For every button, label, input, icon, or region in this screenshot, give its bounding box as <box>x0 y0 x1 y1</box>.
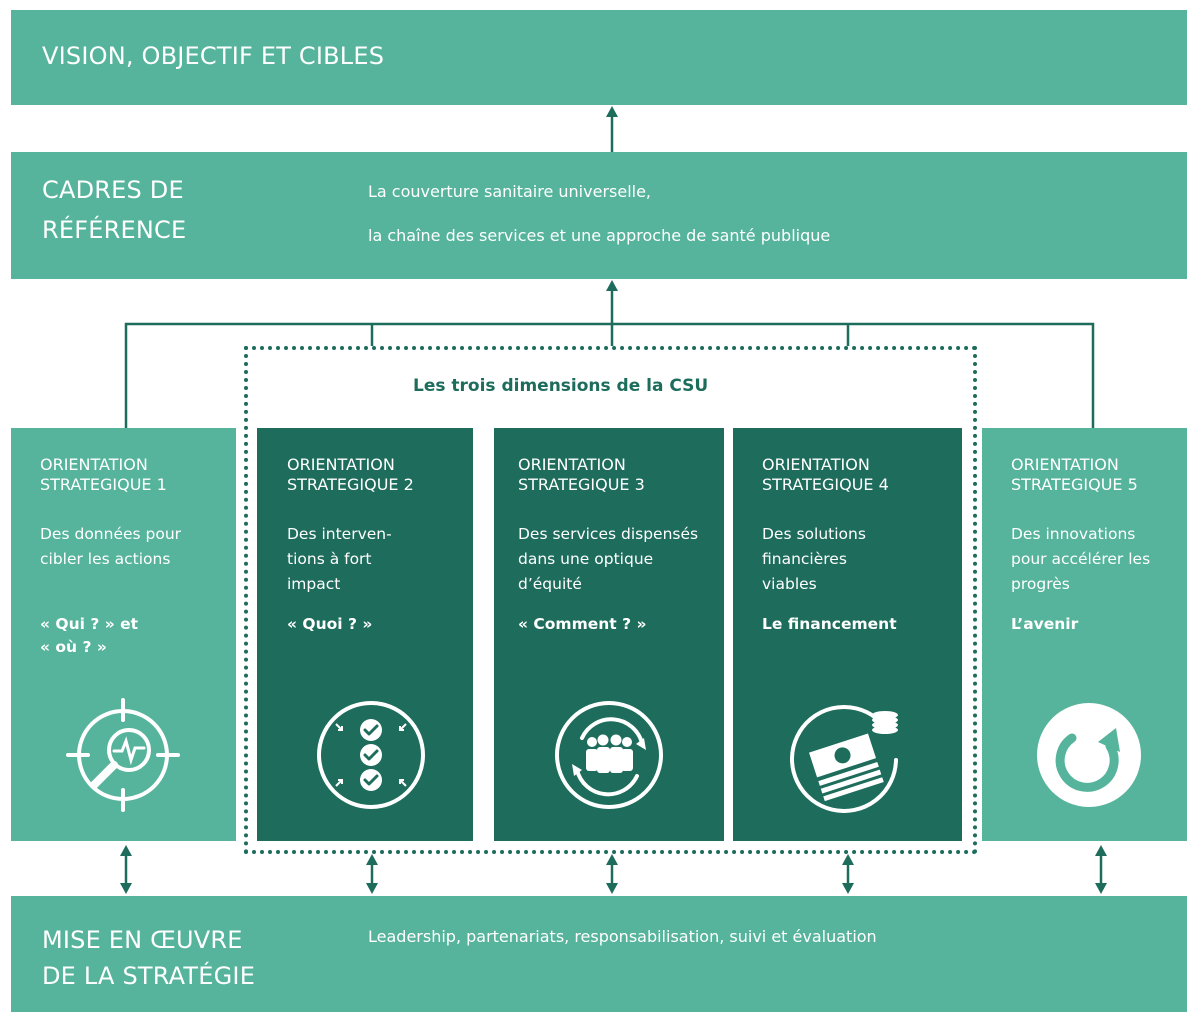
arrow-up-icon <box>606 106 618 117</box>
orientation-desc: Des données pour cibler les actions <box>40 525 182 568</box>
target-magnifier-icon <box>66 698 180 812</box>
orientation-number: STRATEGIQUE 2 <box>287 475 414 494</box>
arrow-down-icon <box>1095 883 1107 894</box>
orientation-keyq: « Quoi ? » <box>287 615 373 633</box>
cadres-title-line2: RÉFÉRENCE <box>42 216 187 244</box>
orientation-number: STRATEGIQUE 5 <box>1011 475 1138 494</box>
orientation-desc: Des innovations pour accélérer les progr… <box>1011 525 1151 593</box>
orientation-desc: Des services dispensés dans une optique … <box>518 525 699 593</box>
orientation-heading: ORIENTATION <box>40 455 148 474</box>
orientation-desc: Des interven- tions à fort impact <box>287 525 392 593</box>
orientation-number: STRATEGIQUE 1 <box>40 475 167 494</box>
mise-band: MISE EN ŒUVRE DE LA STRATÉGIE Leadership… <box>11 896 1187 1012</box>
orientation-keyq: L’avenir <box>1011 615 1079 633</box>
people-cycle-icon <box>555 701 663 809</box>
cadres-text-line2: la chaîne des services et une approche d… <box>368 226 831 245</box>
mise-title-line2: DE LA STRATÉGIE <box>42 962 256 990</box>
mise-text: Leadership, partenariats, responsabilisa… <box>368 927 877 946</box>
arrow-down-icon <box>606 883 618 894</box>
orientation-heading: ORIENTATION <box>762 455 870 474</box>
orientation-5: ORIENTATION STRATEGIQUE 5 Des innovation… <box>982 428 1187 841</box>
checklist-icon <box>317 701 425 809</box>
orientation-keyq: « Qui ? » et « où ? » <box>40 615 139 656</box>
arrow-up-icon <box>606 854 618 865</box>
circular-arrow-icon <box>1037 703 1141 807</box>
orientation-number: STRATEGIQUE 3 <box>518 475 645 494</box>
orientation-keyq: Le financement <box>762 615 897 633</box>
orientation-keyq: « Comment ? » <box>518 615 647 633</box>
arrow-down-icon <box>842 883 854 894</box>
csu-dimensions-frame <box>244 346 977 854</box>
vision-title: VISION, OBJECTIF ET CIBLES <box>42 42 385 70</box>
orientation-number: STRATEGIQUE 4 <box>762 475 889 494</box>
arrow-up-icon <box>120 845 132 856</box>
orientation-heading: ORIENTATION <box>287 455 395 474</box>
orientation-3: ORIENTATION STRATEGIQUE 3 Des services d… <box>494 428 724 841</box>
orientation-desc: Des solutions financières viables <box>762 525 866 593</box>
orientation-1: ORIENTATION STRATEGIQUE 1 Des données po… <box>11 428 236 841</box>
arrow-down-icon <box>366 883 378 894</box>
orientation-4: ORIENTATION STRATEGIQUE 4 Des solutions … <box>733 428 962 841</box>
arrow-up-icon <box>1095 845 1107 856</box>
money-stack-icon <box>790 705 898 813</box>
arrow-down-icon <box>120 883 132 894</box>
cadres-title-line1: CADRES DE <box>42 176 184 204</box>
cadres-text-line1: La couverture sanitaire universelle, <box>368 182 652 201</box>
arrow-up-icon <box>606 280 618 291</box>
mise-title-line1: MISE EN ŒUVRE <box>42 926 243 954</box>
orientation-heading: ORIENTATION <box>518 455 626 474</box>
arrow-up-icon <box>366 854 378 865</box>
cadres-band: CADRES DE RÉFÉRENCE La couverture sanita… <box>11 152 1187 279</box>
csu-dimensions-title: Les trois dimensions de la CSU <box>413 376 709 396</box>
orientation-heading: ORIENTATION <box>1011 455 1119 474</box>
orientation-2: ORIENTATION STRATEGIQUE 2 Des interven- … <box>257 428 473 841</box>
vision-band: VISION, OBJECTIF ET CIBLES <box>11 10 1187 105</box>
arrow-up-icon <box>842 854 854 865</box>
